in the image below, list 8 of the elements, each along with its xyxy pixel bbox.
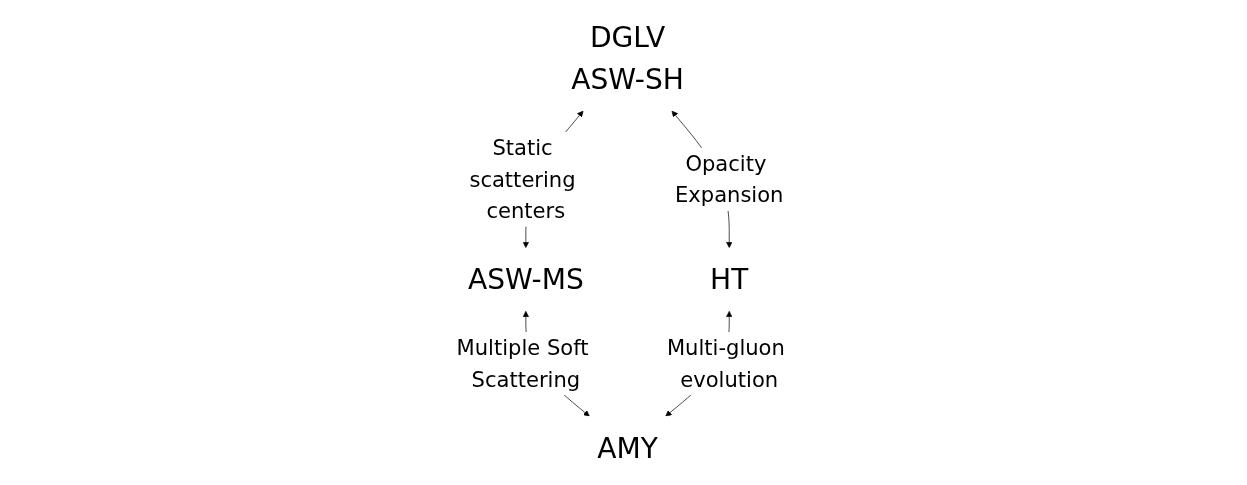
edge-label: Multiple Soft Scattering	[456, 335, 589, 392]
node-text: HT	[710, 263, 749, 296]
edge-label: Multi-gluon evolution	[667, 335, 786, 392]
node-text: DGLV ASW-SH	[571, 21, 685, 96]
node-text: AMY	[597, 431, 659, 464]
node-text: ASW-MS	[468, 263, 585, 296]
edge-label: Opacity Expansion	[675, 151, 784, 208]
edge-label: Static scattering centers	[469, 135, 576, 224]
